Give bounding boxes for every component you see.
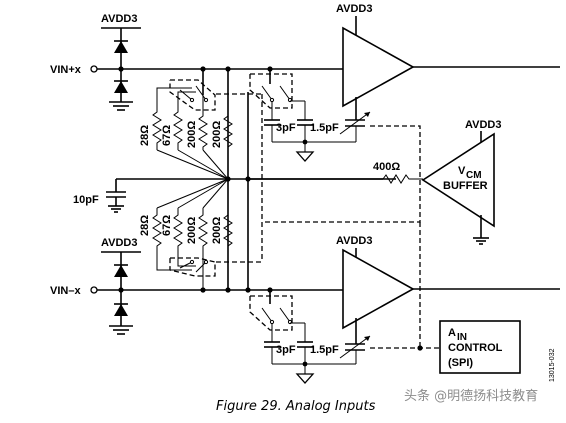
ain-a-label: A <box>448 327 456 339</box>
vin-minus-label: VIN–x <box>50 285 81 297</box>
resistor-67-label: 67Ω <box>161 215 173 236</box>
capacitor-3pf-label: 3pF <box>276 122 296 134</box>
resistor-28-label: 28Ω <box>139 215 151 236</box>
resistor-200-label: 200Ω <box>211 217 223 244</box>
figure-caption: Figure 29. Analog Inputs <box>216 399 376 414</box>
resistor-200-label: 200Ω <box>186 217 198 244</box>
resistor-200-label: 200Ω <box>211 121 223 148</box>
ain-in-subscript: IN <box>457 332 467 343</box>
input-protection-bottom: AVDD3 <box>101 237 141 335</box>
figure-code: 13015-032 <box>549 348 556 382</box>
resistor-67-label: 67Ω <box>161 125 173 146</box>
input-protection-top: AVDD3 <box>101 13 141 111</box>
capacitor-3pf-label: 3pF <box>276 344 296 356</box>
capacitor-1p5pf-label: 1.5pF <box>310 122 339 134</box>
capacitor-10pf-label: 10pF <box>73 194 99 206</box>
vin-plus-label: VIN+x <box>50 64 82 76</box>
control-label: CONTROL <box>448 342 503 354</box>
vcm-buffer: AVDD3 V CM BUFFER 400Ω <box>248 119 501 245</box>
avdd3-label: AVDD3 <box>336 235 372 247</box>
capacitor-1p5pf-label: 1.5pF <box>310 344 339 356</box>
control-bus <box>262 125 440 351</box>
avdd3-label: AVDD3 <box>101 13 137 25</box>
capacitor-10pf: 10pF <box>73 179 126 213</box>
watermark-text: 头条 @明德扬科技教育 <box>404 388 538 404</box>
resistor-200-label: 200Ω <box>186 121 198 148</box>
avdd3-label: AVDD3 <box>465 119 501 131</box>
amplifier-top: AVDD3 <box>336 3 560 120</box>
vcm-subscript-label: CM <box>466 170 482 181</box>
amplifier-bottom: AVDD3 <box>336 235 560 344</box>
sampling-caps-bottom: 3pF 1.5pF <box>249 290 371 384</box>
resistor-400-label: 400Ω <box>373 161 400 173</box>
avdd3-label: AVDD3 <box>101 237 137 249</box>
ain-control-block: A IN CONTROL (SPI) <box>439 320 521 374</box>
vcm-v-label: V <box>458 165 466 177</box>
spi-label: (SPI) <box>448 357 473 369</box>
avdd3-label: AVDD3 <box>336 3 372 15</box>
resistor-28-label: 28Ω <box>139 125 151 146</box>
sampling-caps-top: 3pF 1.5pF <box>249 69 371 162</box>
buffer-label: BUFFER <box>443 180 488 192</box>
